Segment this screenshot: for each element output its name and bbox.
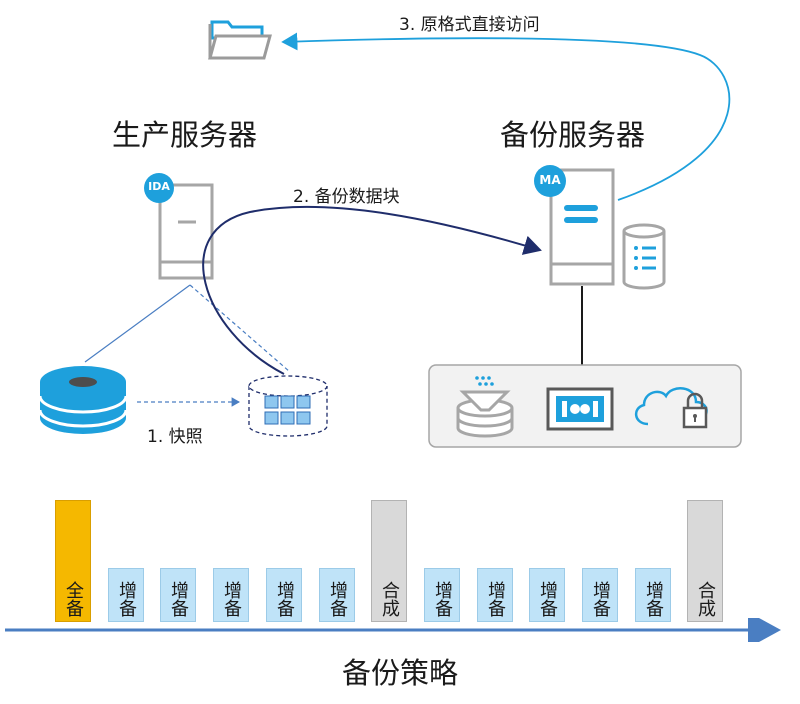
ida-badge-icon	[144, 173, 174, 203]
strategy-bar-syn: 合成	[687, 500, 723, 622]
step-native-access-label: 3. 原格式直接访问	[399, 15, 540, 35]
native-access-arrow	[281, 32, 731, 201]
folder-icon	[208, 20, 272, 60]
strategy-bar-inc: 增备	[477, 568, 513, 622]
ma-badge-label: MA	[539, 173, 561, 187]
ma-badge-icon	[534, 165, 566, 197]
strategy-bar-inc: 增备	[529, 568, 565, 622]
connector-line	[84, 284, 191, 363]
step-snapshot-label: 1. 快照	[147, 427, 203, 447]
strategy-bar-inc: 增备	[213, 568, 249, 622]
step-backup-blocks-label: 2. 备份数据块	[293, 187, 400, 207]
strategy-bar-full: 全备	[55, 500, 91, 622]
disk-icon	[38, 366, 128, 434]
strategy-bar-inc: 增备	[582, 568, 618, 622]
snapshot-volume-icon	[248, 375, 328, 437]
timeline-axis	[5, 618, 781, 642]
strategy-bar-inc: 增备	[319, 568, 355, 622]
strategy-bar-inc: 增备	[108, 568, 144, 622]
strategy-bar-inc: 增备	[160, 568, 196, 622]
strategy-bar-inc: 增备	[635, 568, 671, 622]
production-server-heading: 生产服务器	[112, 118, 258, 152]
strategy-bar-inc: 增备	[424, 568, 460, 622]
cloud-lock-icon	[635, 387, 708, 429]
strategy-title: 备份策略	[341, 656, 458, 690]
ida-badge-label: IDA	[148, 180, 170, 193]
strategy-bar-inc: 增备	[266, 568, 302, 622]
dedup-icon	[456, 376, 514, 438]
backup-blocks-arrow	[202, 205, 542, 375]
tape-library-icon	[546, 387, 614, 431]
connector-dashed-line	[189, 284, 291, 373]
strategy-bar-syn: 合成	[371, 500, 407, 622]
database-icon	[622, 223, 666, 290]
architecture-diagram	[38, 20, 742, 448]
backup-server-heading: 备份服务器	[500, 118, 646, 152]
